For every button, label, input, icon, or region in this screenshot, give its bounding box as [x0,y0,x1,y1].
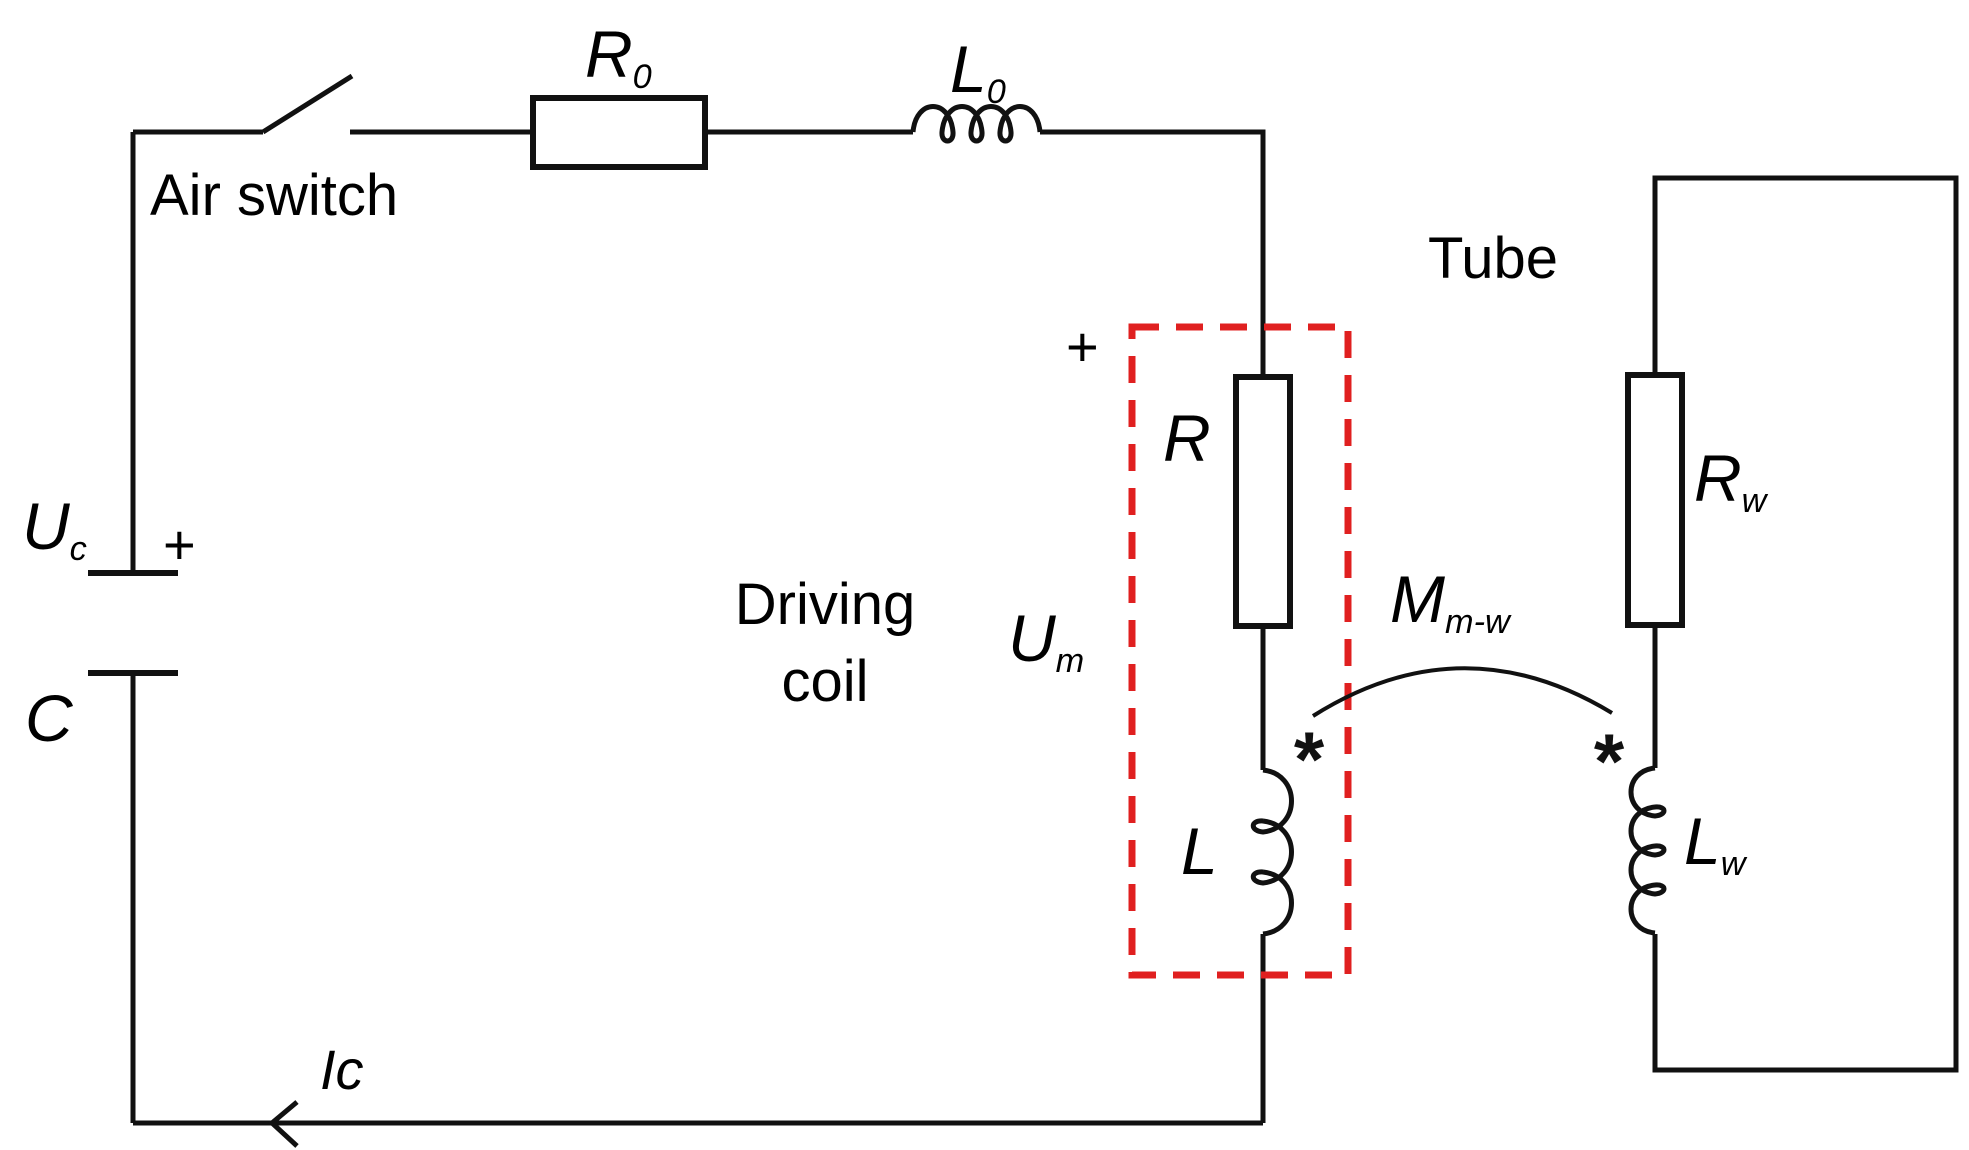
label-l0-subscript: 0 [986,72,1006,111]
tube-outline [1652,175,1959,1073]
label-uc-subscript: c [69,529,87,568]
label-r0: R0 [585,21,652,94]
capacitor-plates [88,570,178,676]
inductor-l0-coil [910,104,1043,144]
label-c-symbol: C [25,681,73,755]
label-r0-symbol: R [585,17,633,91]
label-l0-symbol: L [950,32,987,106]
label-air-switch: Air switch [150,163,399,228]
label-coil-plus: + [1066,315,1099,378]
tube-loop [1628,175,1959,1073]
resistor-r-body [1233,374,1293,629]
wire-group [130,73,1294,1126]
label-l: L [1181,818,1218,884]
label-r: R [1163,405,1211,471]
label-lw-subscript: w [1720,844,1746,883]
label-lw-symbol: L [1684,804,1721,878]
label-c: C [25,685,73,751]
label-rw-subscript: w [1741,481,1767,520]
label-m-symbol: M [1390,562,1445,636]
label-m: Mm-w [1390,566,1510,639]
label-tube: Tube [1428,226,1559,291]
label-current-ic: Ic [320,1038,364,1101]
label-driving-coil-line2: coil [781,648,869,714]
label-l0: L0 [950,36,1006,109]
label-driving-coil-line1: Driving [734,572,916,637]
resistor-r0-body [530,95,708,170]
label-lw: Lw [1684,808,1746,881]
label-um-subscript: m [1055,641,1085,680]
label-rw-symbol: R [1694,441,1742,515]
label-uc-symbol: U [22,489,70,563]
label-um-symbol: U [1008,601,1056,675]
label-l-symbol: L [1181,814,1218,888]
resistor-rw-body [1625,372,1685,628]
label-um: Um [1008,605,1084,678]
current-arrow [268,1100,299,1148]
polarity-dot-left: * [1294,715,1325,803]
label-rw: Rw [1694,445,1766,518]
label-r0-subscript: 0 [632,57,652,96]
driving-coil-highlight-box [1128,323,1352,979]
label-uc: Uc [22,493,87,566]
wire-l0-to-r [1040,129,1266,377]
label-capacitor-plus: + [163,513,196,576]
inductor-lw-coil [1628,765,1667,936]
label-m-subscript: m-w [1444,602,1510,641]
mutual-coupling-arc [1311,666,1614,718]
polarity-dot-right: * [1594,717,1625,805]
label-r-symbol: R [1163,401,1211,475]
label-driving-coil: Driving coil [715,567,935,720]
inductor-l-coil [1250,767,1294,937]
switch-blade [261,73,354,135]
